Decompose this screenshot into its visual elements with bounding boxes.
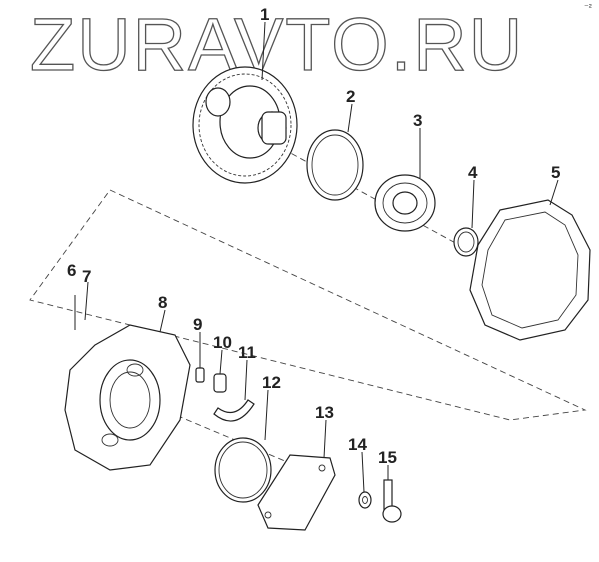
callout-nipple: 9: [193, 315, 202, 334]
snap-ring: [306, 129, 364, 201]
gasket: [469, 199, 591, 341]
callout-housing: 8: [158, 293, 167, 312]
callout-fitting: 10: [213, 333, 232, 352]
o-ring-small: [453, 227, 479, 257]
washer: [358, 491, 372, 509]
callout-plate: 7: [82, 267, 91, 286]
callout-bearing: 3: [413, 111, 422, 130]
tube: [213, 399, 255, 422]
callout-cover: 13: [315, 403, 334, 422]
callout-gasket: 5: [551, 163, 560, 182]
o-ring-large: [214, 437, 272, 503]
cover: [257, 454, 336, 531]
fitting: [213, 373, 227, 393]
callout-o-ring-large: 12: [262, 373, 281, 392]
watermark-text: ZURAVTO.RU: [30, 3, 524, 80]
callout-washer: 14: [348, 435, 367, 454]
callout-tube: 11: [238, 343, 256, 362]
housing: [64, 324, 191, 471]
nipple: [195, 367, 205, 383]
callout-snap-ring: 2: [346, 87, 355, 106]
callout-pin: 6: [67, 261, 76, 280]
bolt: [382, 479, 402, 523]
corner-mark: ⁻²: [584, 2, 592, 12]
callout-bolt: 15: [378, 448, 397, 467]
callout-gear: 1: [260, 5, 269, 24]
bearing: [374, 174, 436, 232]
leader-lines: [84, 21, 559, 493]
pin-plate: [74, 295, 76, 330]
gear: [192, 66, 298, 184]
watermark: ZURAVTO.RU: [30, 2, 524, 80]
callout-o-ring-small: 4: [468, 163, 478, 182]
